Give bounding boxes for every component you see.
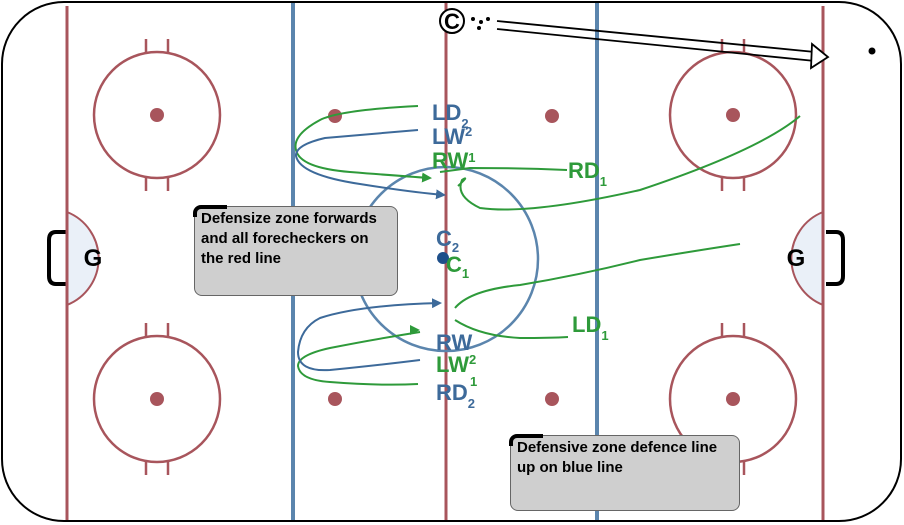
note-forwards: Defensize zone forwards and all forechec…	[193, 205, 398, 296]
player-rd1: RD1	[568, 158, 607, 189]
player-lw1-sub: 1	[470, 374, 477, 389]
player-lw2-bottom: LW2	[436, 352, 476, 377]
faceoff-circle-bottom-left	[92, 323, 222, 475]
faceoff-circle-top-left	[92, 39, 222, 191]
coach-dots	[471, 17, 490, 30]
pass-double-arrow	[496, 20, 830, 70]
target-dot	[868, 47, 876, 55]
right-goalie-label: G	[787, 245, 806, 272]
puck-center	[437, 252, 449, 264]
left-goal	[47, 230, 66, 286]
coach-marker-circle	[439, 8, 465, 34]
left-goalie-label: G	[84, 245, 103, 272]
note-defence: Defensive zone defence line up on blue l…	[509, 434, 740, 511]
coach-marker-letter: C	[444, 9, 460, 34]
player-rd2: RD2	[436, 380, 475, 411]
player-ld2: LD2	[432, 100, 469, 131]
right-crease	[790, 210, 824, 307]
green-paths	[294, 105, 801, 386]
player-lw1: 1	[470, 374, 477, 389]
player-rw-bottom: RW	[436, 330, 472, 355]
player-rw1: RW1	[432, 148, 476, 173]
blue-paths	[295, 129, 446, 372]
player-ld1: LD1	[572, 312, 609, 343]
left-crease	[66, 210, 100, 307]
player-lw2-top: LW2	[432, 124, 472, 149]
right-goal	[826, 230, 845, 286]
player-c2: C2	[436, 226, 459, 255]
player-c1: C1	[446, 252, 469, 281]
